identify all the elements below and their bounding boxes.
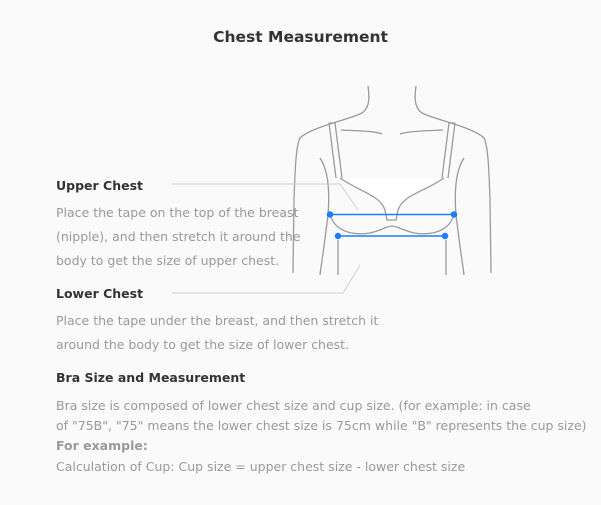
- lower-chest-text: around the body to get the size of lower…: [56, 337, 350, 352]
- bra-size-heading: Bra Size and Measurement: [56, 370, 246, 385]
- upper-chest-heading: Upper Chest: [56, 178, 144, 193]
- bra-size-text: Bra size is composed of lower chest size…: [56, 398, 531, 413]
- body-outline-left: [292, 85, 370, 274]
- cup-formula: Calculation of Cup: Cup size = upper che…: [56, 459, 466, 474]
- upper-chest-text: body to get the size of upper chest.: [56, 253, 280, 268]
- upper-leader-line: [172, 183, 359, 211]
- bra-outline: [339, 177, 445, 221]
- lower-chest-heading: Lower Chest: [56, 286, 144, 301]
- lower-leader-line: [172, 264, 361, 294]
- body-outline-right: [414, 85, 492, 274]
- upper-chest-text: Place the tape on the top of the breast: [56, 205, 299, 220]
- lower-chest-text: Place the tape under the breast, and the…: [56, 313, 379, 328]
- page-title: Chest Measurement: [213, 28, 388, 46]
- example-label: For example:: [56, 438, 148, 453]
- bra-size-text: of "75B", "75" means the lower chest siz…: [56, 418, 587, 433]
- upper-chest-text: (nipple), and then stretch it around the: [56, 229, 301, 244]
